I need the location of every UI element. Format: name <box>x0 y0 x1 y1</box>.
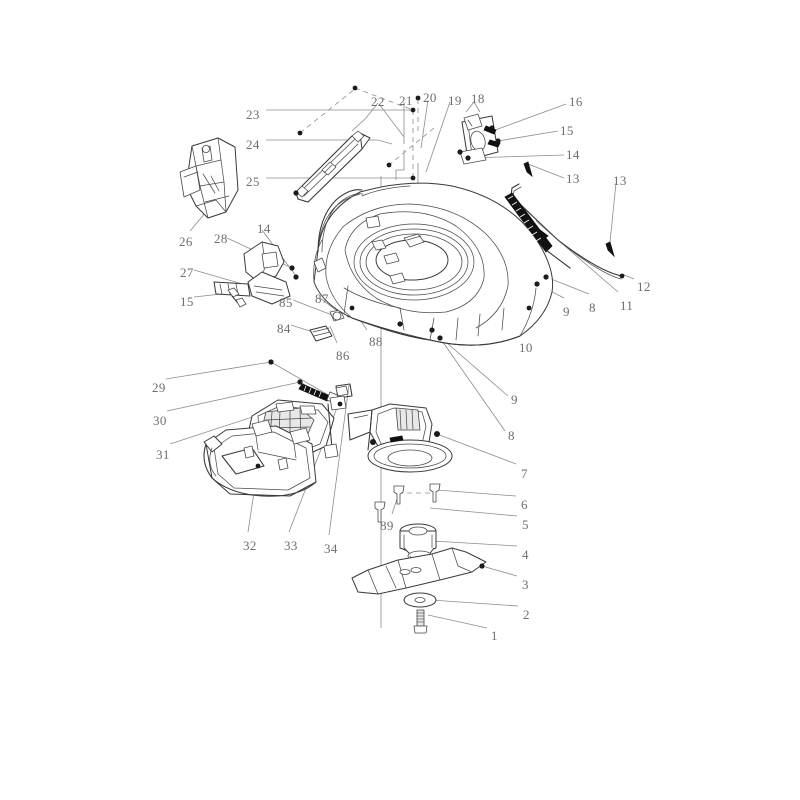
part-center-bolt-5 <box>374 501 386 523</box>
callout-label-19: 19 <box>448 93 462 108</box>
part-blade-adapter <box>399 523 437 563</box>
part-control-rod <box>510 161 625 280</box>
callout-label-28: 28 <box>214 231 228 246</box>
callout-label-89: 89 <box>380 518 394 533</box>
part-mulch-chute <box>203 419 317 497</box>
callout-label-26: 26 <box>179 234 193 249</box>
part-side-linkage <box>323 383 353 459</box>
callout-label-5: 5 <box>522 517 529 532</box>
callout-label-8: 8 <box>508 428 515 443</box>
callout-label-14: 14 <box>257 221 271 236</box>
callout-label-84: 84 <box>277 321 291 336</box>
callout-label-24: 24 <box>246 137 260 152</box>
callout-label-21: 21 <box>399 93 413 108</box>
callout-label-33: 33 <box>284 538 298 553</box>
part-height-adjust-lever <box>213 241 299 308</box>
callout-label-25: 25 <box>246 174 260 189</box>
callout-label-11: 11 <box>620 298 634 313</box>
callout-label-22: 22 <box>371 94 385 109</box>
callout-label-15: 15 <box>560 123 574 138</box>
callout-label-8: 8 <box>589 300 596 315</box>
callout-label-9: 9 <box>563 304 570 319</box>
callout-label-9: 9 <box>511 392 518 407</box>
callout-label-87: 87 <box>315 291 329 306</box>
callout-label-13: 13 <box>566 171 580 186</box>
callout-label-3: 3 <box>522 577 529 592</box>
callout-label-4: 4 <box>522 547 529 562</box>
callout-label-86: 86 <box>336 348 350 363</box>
callout-label-27: 27 <box>180 265 194 280</box>
callout-label-34: 34 <box>324 541 338 556</box>
callout-label-23: 23 <box>246 107 260 122</box>
callout-label-2: 2 <box>523 607 530 622</box>
part-mower-deck <box>313 182 554 346</box>
callout-label-10: 10 <box>519 340 533 355</box>
callout-label-12: 12 <box>637 279 651 294</box>
callout-label-32: 32 <box>243 538 257 553</box>
part-blade-washer <box>403 592 437 608</box>
callout-label-88: 88 <box>369 334 383 349</box>
callout-label-14: 14 <box>566 147 580 162</box>
part-rear-roller-bar <box>293 85 421 203</box>
callout-label-31: 31 <box>156 447 170 462</box>
part-extension-spring <box>504 192 571 269</box>
callout-label-85: 85 <box>279 295 293 310</box>
part-side-deflector <box>179 137 239 219</box>
part-blade-bolt <box>413 609 428 634</box>
callout-label-7: 7 <box>521 466 528 481</box>
callout-label-13: 13 <box>613 173 627 188</box>
part-housing-bolts <box>393 483 441 505</box>
part-upper-bracket <box>457 113 501 165</box>
callout-label-29: 29 <box>152 380 166 395</box>
callout-label-16: 16 <box>569 94 583 109</box>
callout-label-1: 1 <box>491 628 498 643</box>
callout-label-20: 20 <box>423 90 437 105</box>
callout-label-30: 30 <box>153 413 167 428</box>
part-blade-housing <box>347 335 453 473</box>
callout-label-6: 6 <box>521 497 528 512</box>
part-cutting-blade <box>351 547 487 595</box>
callout-label-15: 15 <box>180 294 194 309</box>
callout-label-18: 18 <box>471 91 485 106</box>
part-deck-bolts-left <box>335 385 349 397</box>
